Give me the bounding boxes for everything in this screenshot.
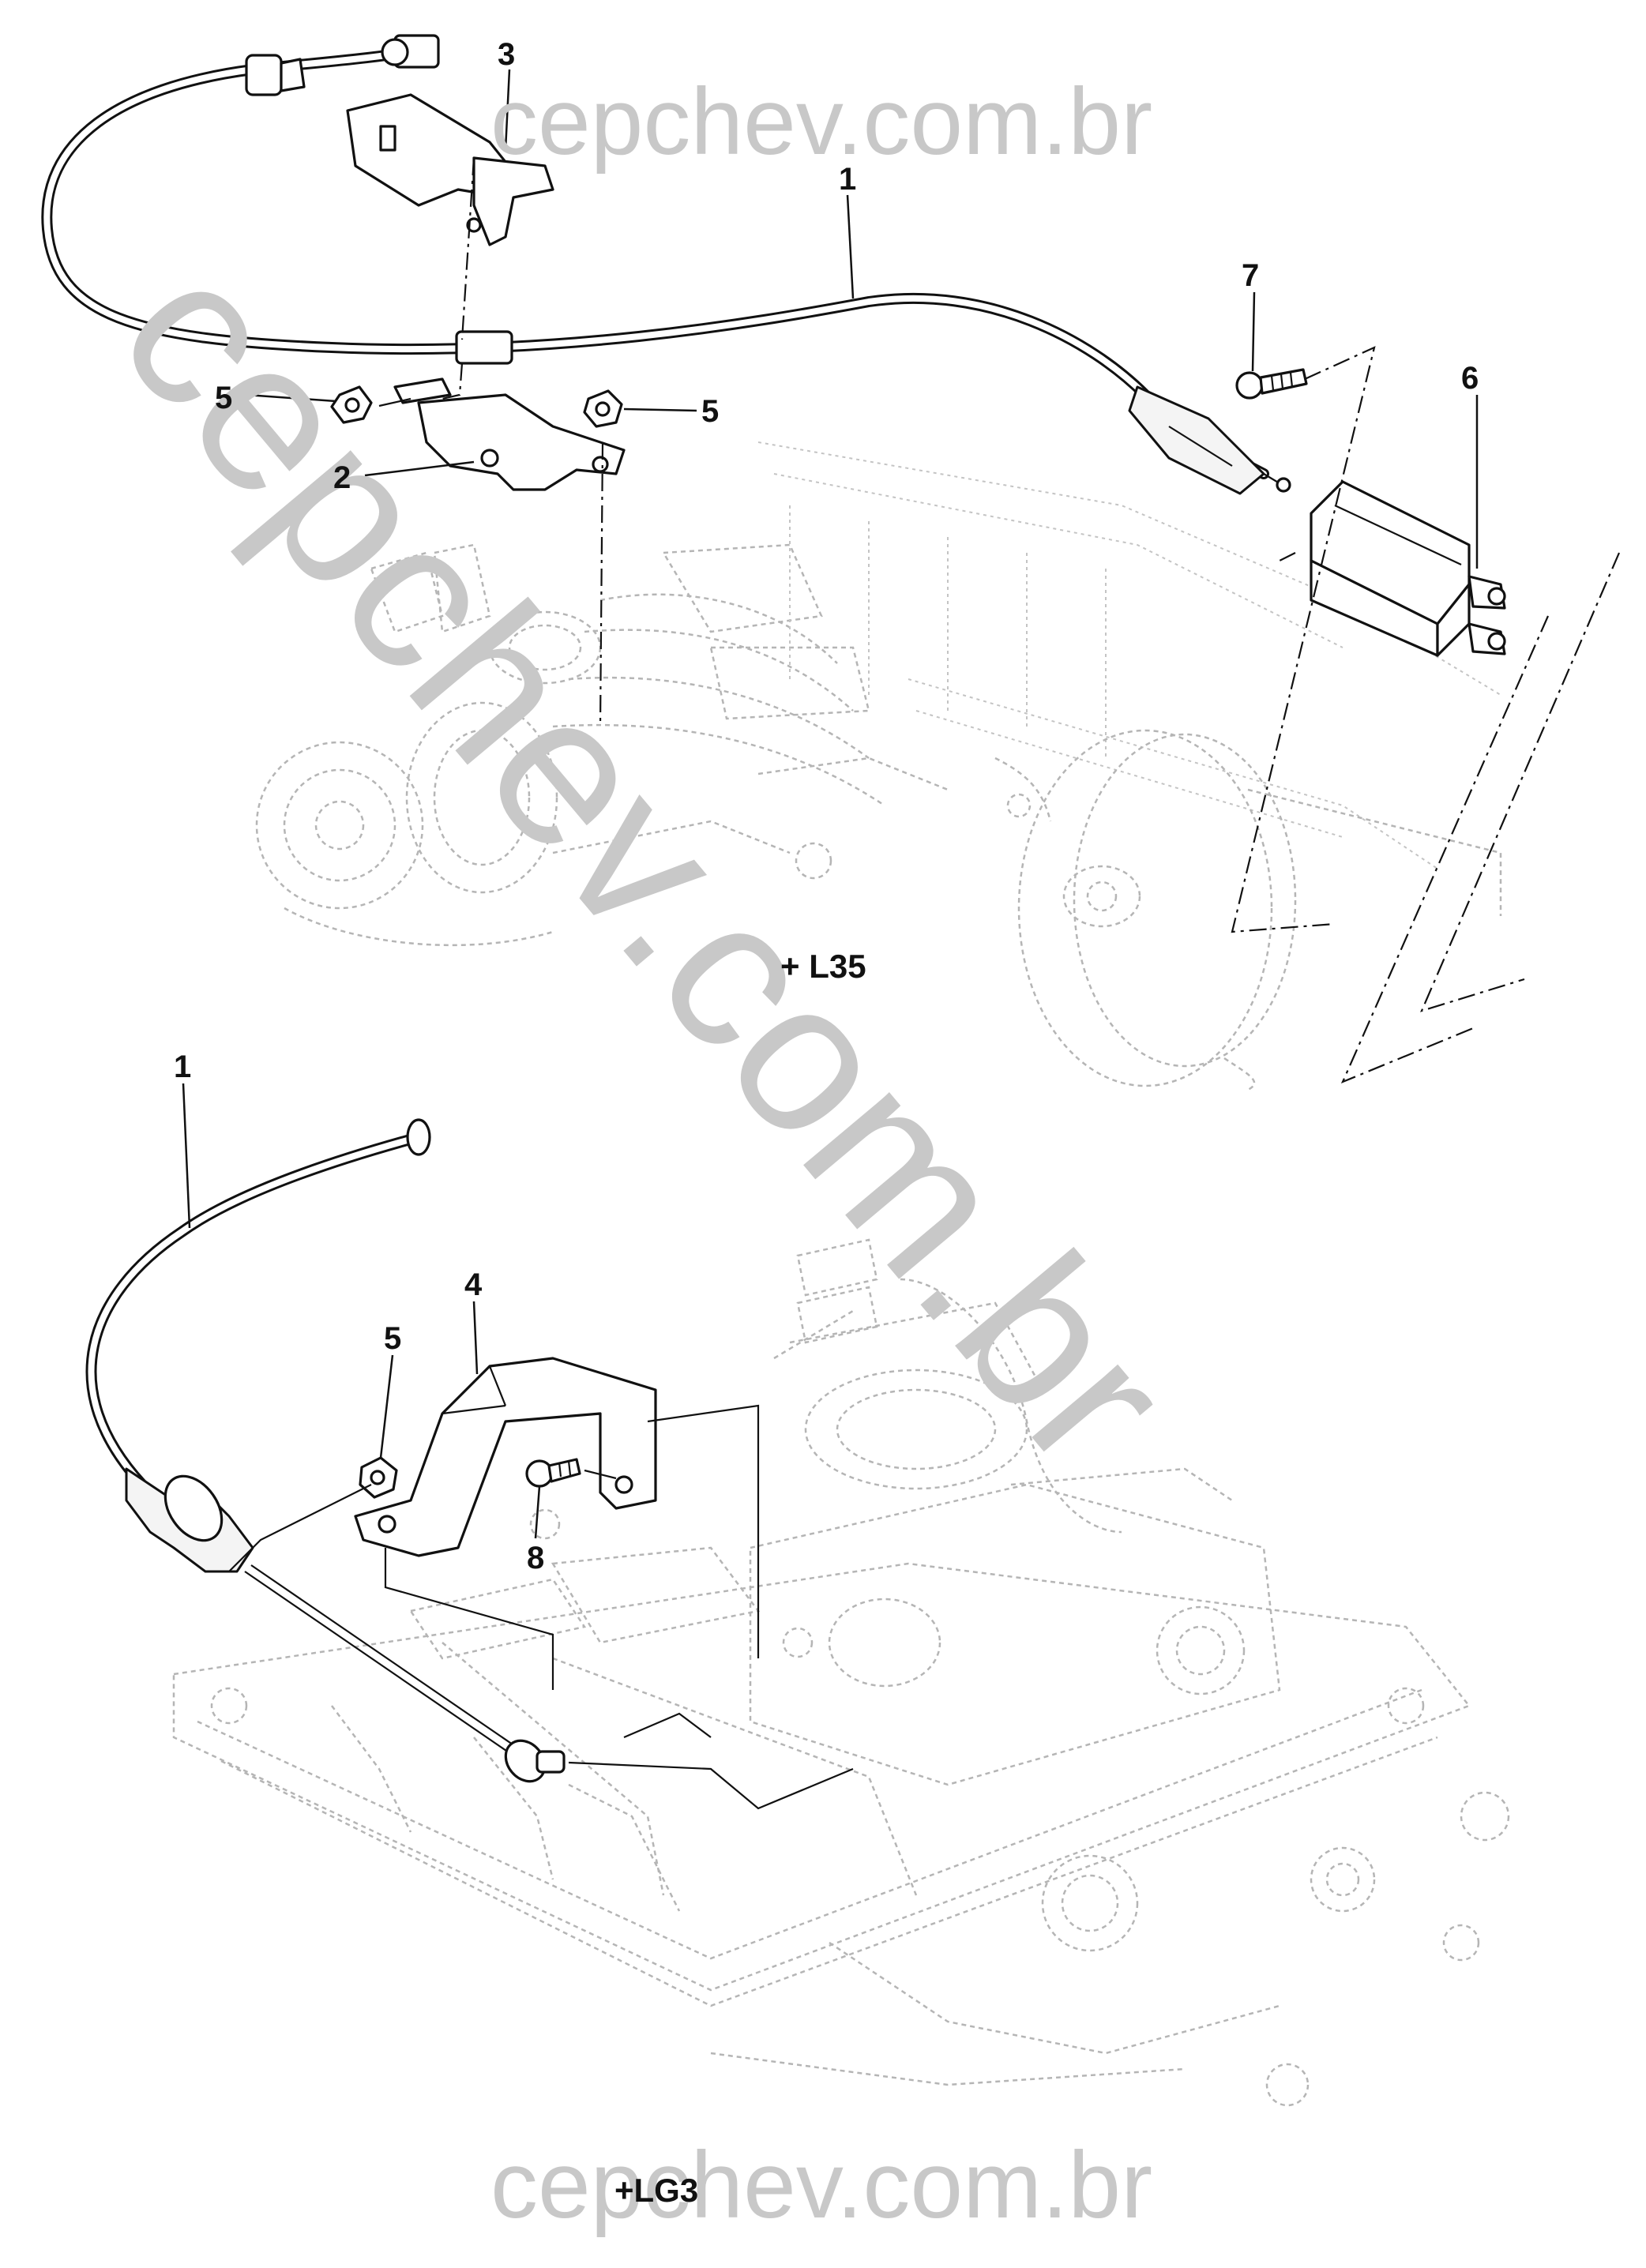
- accelerator-cable-top: [41, 34, 1291, 495]
- callout-6: 6: [1461, 361, 1479, 396]
- variant-label-top: + L35: [780, 948, 866, 985]
- bracket-part-3: [346, 93, 554, 246]
- callout-1-top: 1: [839, 162, 856, 197]
- callout-4: 4: [464, 1267, 483, 1302]
- nut-part-5-bottom: [359, 1456, 398, 1499]
- nut-part-5-right: [583, 389, 623, 428]
- bracket-part-2: [393, 377, 626, 491]
- callout-8: 8: [527, 1541, 544, 1575]
- engine-ghost-bottom: [172, 1238, 1510, 2107]
- accelerator-cable-bottom: [85, 1118, 566, 1783]
- bolt-part-7: [1235, 368, 1308, 400]
- nut-part-5-left: [330, 385, 373, 424]
- engine-ghost-top: [255, 441, 1502, 1091]
- callout-1-bottom: 1: [174, 1050, 191, 1084]
- bracket-part-4: [354, 1357, 657, 1557]
- callout-5-right: 5: [701, 394, 719, 429]
- callout-5-left: 5: [215, 381, 232, 415]
- leaders-bottom: [182, 1083, 541, 1539]
- leaders-top: [246, 69, 1479, 569]
- assembly-lines-bottom: [228, 1404, 854, 1810]
- assembly-lines-top: [378, 157, 1621, 1084]
- variant-label-bottom: +LG3: [614, 2172, 698, 2209]
- bolt-part-8: [525, 1458, 581, 1488]
- callout-2: 2: [333, 460, 351, 495]
- module-part-6: [1310, 480, 1506, 657]
- callout-7: 7: [1242, 258, 1259, 293]
- watermark-bottom: cepchev.com.br: [490, 2132, 1152, 2238]
- callout-3: 3: [498, 37, 515, 72]
- callout-5-bottom: 5: [384, 1321, 401, 1356]
- watermark-top: cepchev.com.br: [490, 69, 1152, 175]
